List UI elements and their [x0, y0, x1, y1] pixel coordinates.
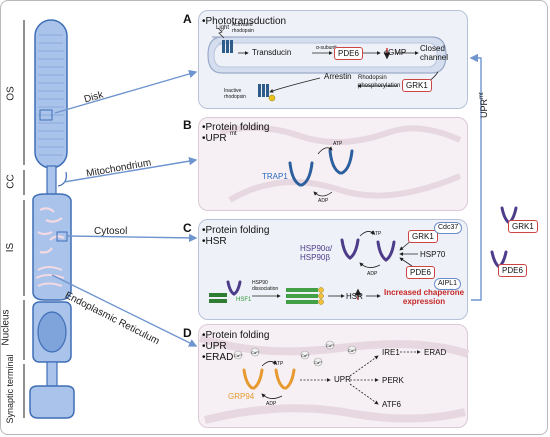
region-cc: CC — [5, 174, 17, 189]
rhodopsin-phosphorylation-label: Rhodopsin phosphorylation — [358, 75, 401, 89]
grk1-box-right: GRK1 — [508, 220, 538, 233]
erad-label: ERAD — [424, 348, 447, 357]
adp-label-c: ADP — [367, 271, 378, 277]
panel-d-label: D — [183, 326, 192, 340]
light-label: Light — [216, 25, 230, 31]
nucleus — [37, 311, 67, 353]
ca-label-5: Ca²⁺ — [348, 348, 357, 353]
adp-label-d: ADP — [266, 401, 277, 407]
grp94-label: GRP94 — [228, 392, 255, 401]
region-is: IS — [5, 242, 17, 253]
ca-label-3: Ca²⁺ — [301, 353, 310, 358]
grp94-dimer — [242, 368, 296, 390]
panel-b-label: B — [183, 118, 192, 132]
panel-b-title: •Protein folding •UPR — [202, 122, 270, 144]
panel-a-title: •Phototransduction — [202, 16, 287, 27]
hsp90-dissociation-label: HSP90 dissociation — [252, 280, 279, 292]
hsp90-dimer — [340, 238, 396, 262]
panel-c-graphics — [209, 230, 418, 305]
photoreceptor-cell — [29, 19, 75, 419]
grk1-box-a: GRK1 — [402, 79, 432, 92]
hsf1-trimer — [286, 288, 318, 304]
outer-segment — [34, 19, 68, 169]
alpha-subunit-label: α-subunit — [316, 45, 337, 51]
panel-c-label: C — [183, 221, 192, 235]
atf6-label: ATF6 — [382, 400, 401, 409]
transducin-label: Transducin — [252, 48, 292, 57]
atp-label-b: ATP — [333, 141, 343, 147]
disk-stack — [38, 34, 64, 156]
ca-label-6: Ca²⁺ — [314, 360, 323, 365]
adp-label-b: ADP — [318, 198, 329, 204]
aipl1-box: AIPL1 — [434, 278, 462, 290]
panel-d-title: •Protein folding •UPR •ERAD — [202, 330, 270, 363]
region-synaptic-terminal: Synaptic terminal — [5, 354, 15, 424]
pde6-box-c: PDE6 — [406, 266, 435, 279]
hsp90-label: HSP90α/ HSP90β — [300, 244, 333, 262]
activated-rhodopsin-label: Activated rhodopsin — [232, 22, 254, 34]
upr-label-d: UPR — [334, 375, 351, 384]
panel-b-title-sup: mt — [230, 131, 237, 137]
panel-c-title: •Protein folding •HSR — [202, 225, 270, 247]
hsr-label: HSR — [346, 292, 363, 301]
connector-arrows — [51, 69, 198, 347]
atp-label-c: ATP — [372, 231, 382, 237]
arrestin-label: Arrestin — [324, 72, 352, 81]
panel-d-graphics — [198, 334, 470, 424]
perk-label: PERK — [382, 376, 404, 385]
calcium-ions — [233, 340, 357, 367]
pde6-box-a: PDE6 — [334, 47, 363, 60]
hsf1-label: HSF1 — [236, 297, 252, 303]
er-group — [35, 266, 65, 287]
increased-chaperone-label: Increased chaperone expression — [384, 288, 465, 306]
cdc37-box: Cdc37 — [434, 222, 463, 234]
region-os: OS — [5, 86, 17, 101]
ca-label-1: Ca²⁺ — [234, 353, 243, 358]
panel-a-graphics — [207, 27, 447, 102]
synaptic-terminal — [29, 385, 75, 419]
right-feedback-arrow — [469, 53, 482, 301]
panel-b-graphics — [219, 124, 462, 203]
closed-channel-label: Closed channel — [420, 44, 449, 62]
right-upr-mt-label: UPRmt — [479, 92, 489, 118]
grk1-box-c: GRK1 — [408, 230, 438, 243]
panel-a-label: A — [183, 12, 192, 26]
ca-label-4: Ca²⁺ — [326, 343, 335, 348]
trap1-label: TRAP1 — [262, 172, 288, 181]
hsp70-label: HSP70 — [420, 250, 446, 259]
pde6-box-right: PDE6 — [498, 264, 527, 277]
cgmp-label: cGMP — [384, 48, 407, 57]
atp-label-d: ATP — [274, 361, 284, 367]
label-cytosol: Cytosol — [94, 226, 128, 237]
ire1-label: IRE1 — [382, 348, 400, 357]
inactive-rhodopsin-label: Inactive rhodopsin — [224, 88, 246, 100]
region-nucleus: Nucleus — [0, 309, 12, 346]
ca-label-2: Ca²⁺ — [251, 350, 260, 355]
trap1-dimer — [288, 149, 354, 187]
right-hsp-icons — [490, 206, 518, 268]
